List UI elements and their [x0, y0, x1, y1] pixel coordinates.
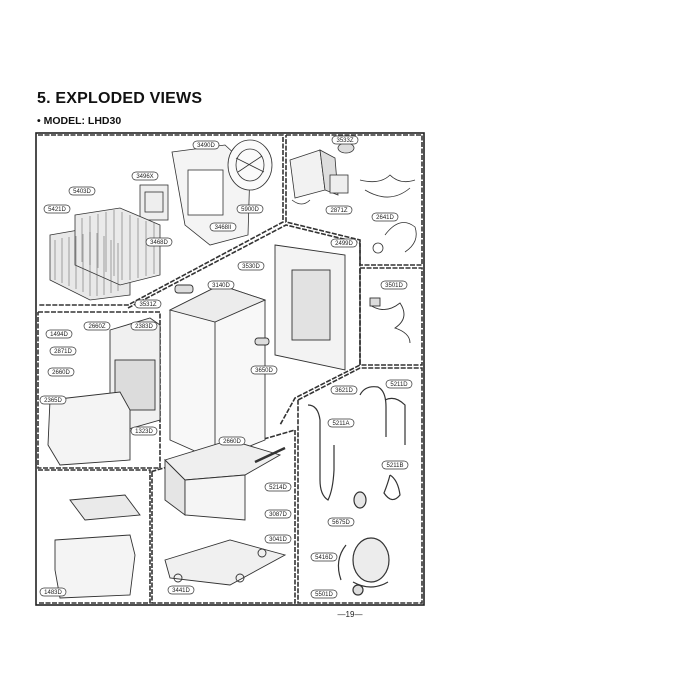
- part-label: 3533Z: [336, 138, 353, 144]
- part-label: 2641D: [376, 215, 394, 221]
- control-box-drawing: [289, 142, 417, 254]
- part-label: 3650D: [255, 368, 273, 374]
- part-label: 1483D: [44, 590, 62, 596]
- part-label: 3490D: [197, 143, 215, 149]
- part-label: 3501D: [385, 283, 403, 289]
- part-label: 5900D: [241, 207, 259, 213]
- part-label: 5211D: [390, 382, 408, 388]
- part-label: 3441D: [172, 588, 190, 594]
- part-label: 5416D: [315, 555, 333, 561]
- part-label: 5211B: [387, 463, 404, 469]
- part-label: 3468D: [150, 240, 168, 246]
- part-label: 1494D: [50, 332, 68, 338]
- part-label: 5675D: [332, 520, 350, 526]
- harness-drawing: [369, 297, 411, 344]
- part-tags: 3490D 3496X 3468D 5900D 5403D 5421D 3468…: [39, 135, 413, 599]
- page-number: —19—: [337, 610, 363, 619]
- part-label: 2660D: [223, 439, 241, 445]
- part-label: 2660D: [52, 370, 70, 376]
- part-label: 2499D: [335, 241, 353, 247]
- part-label: 3531Z: [139, 302, 156, 308]
- part-label: 2365D: [44, 398, 62, 404]
- part-label: 3140D: [212, 283, 230, 289]
- outer-frame: [35, 132, 425, 606]
- part-label: 2871D: [54, 349, 72, 355]
- coil-fins: [54, 210, 155, 296]
- cabinet-drawing: [47, 244, 346, 599]
- part-label: 5421D: [48, 207, 66, 213]
- model-label: • MODEL: LHD30: [37, 115, 122, 127]
- part-label: 3087D: [269, 512, 287, 518]
- part-label: 5214D: [269, 485, 287, 491]
- part-label: 5403D: [73, 189, 91, 195]
- part-label: 2660Z: [88, 324, 105, 330]
- compressor-drawing: [307, 386, 406, 596]
- part-label: 2383D: [135, 324, 153, 330]
- fan-assembly-drawing: [49, 139, 273, 301]
- part-label: 3041D: [269, 537, 287, 543]
- part-label: 5211A: [333, 421, 350, 427]
- page-title: 5. EXPLODED VIEWS: [37, 90, 203, 107]
- part-label: 3530D: [242, 264, 260, 270]
- part-label: 3496X: [136, 174, 153, 180]
- part-label: 5501D: [315, 592, 333, 598]
- part-label: 2871Z: [330, 208, 347, 214]
- part-label: 3468II: [215, 225, 232, 231]
- part-label: 3621D: [335, 388, 353, 394]
- part-label: 1323D: [135, 429, 153, 435]
